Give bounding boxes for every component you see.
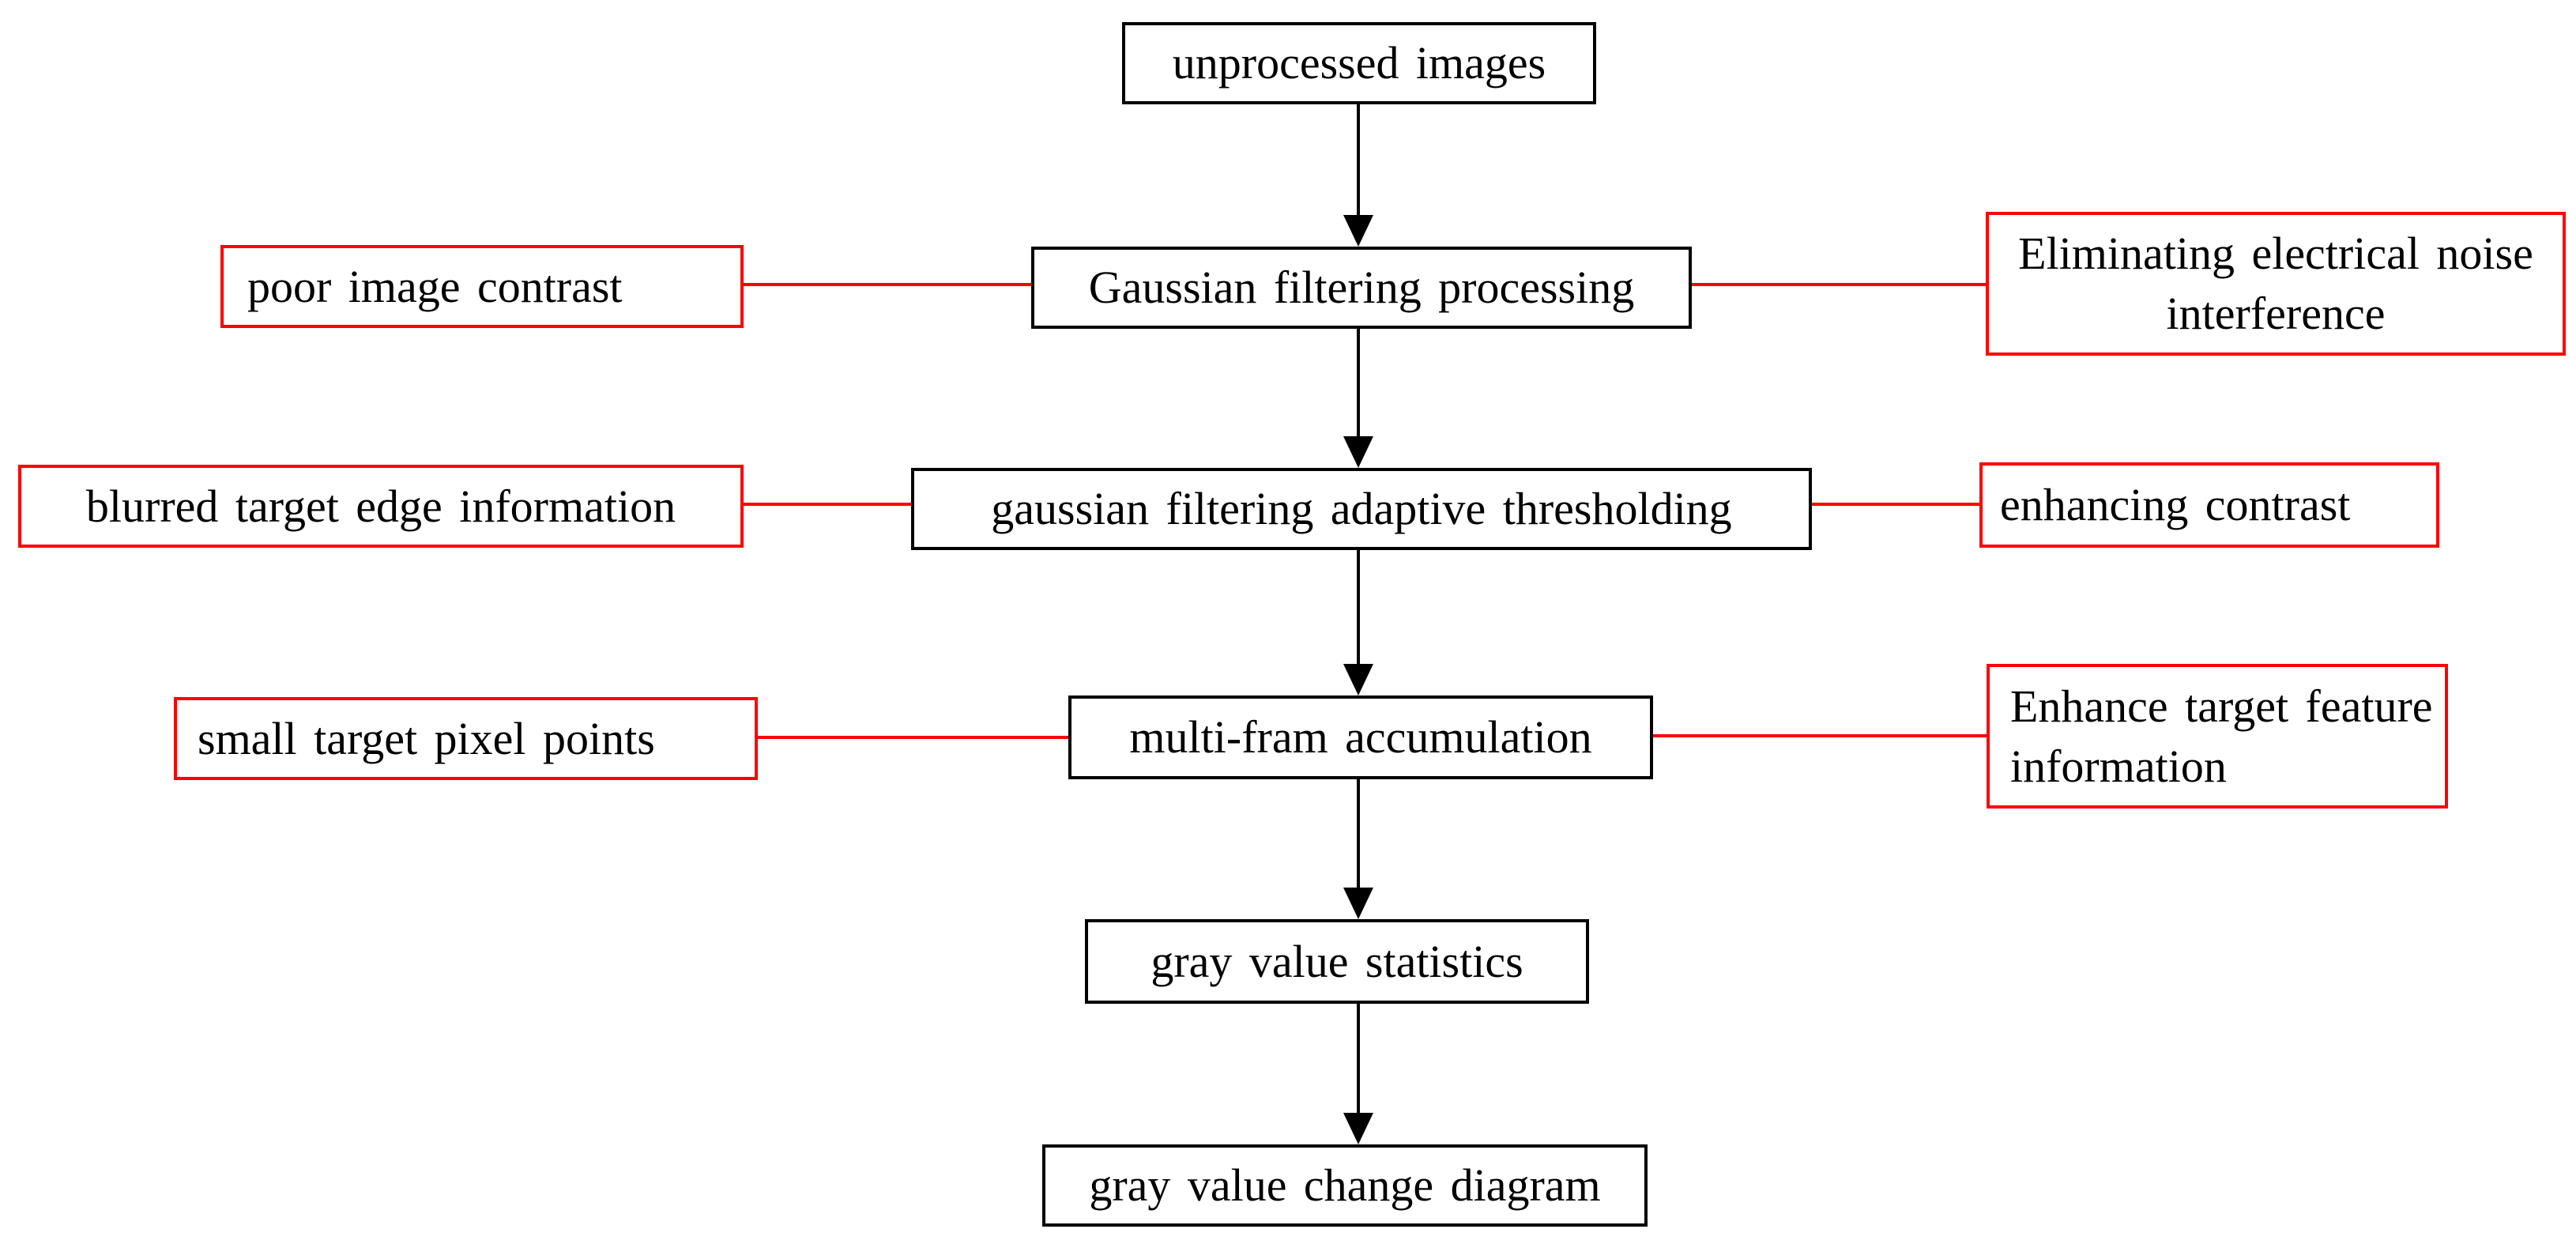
connector-multi-fram-to-enhance-feature [1653,734,1987,737]
arrow-line-multi-fram-to-statistics [1357,779,1360,891]
connector-gaussian-filtering-to-eliminating-noise [1692,283,1986,286]
flow-box-multi-fram-accumulation: multi-fram accumulation [1068,696,1653,779]
down-arrowhead-icon [1343,436,1373,468]
flow-box-label: gaussian filtering adaptive thresholding [991,483,1732,534]
annotation-label: blurred target edge information [85,480,676,532]
flow-box-label: Gaussian filtering processing [1088,262,1635,313]
arrow-line-gaussian-to-thresholding [1357,329,1360,439]
annotation-label: Eliminating electrical noise interferenc… [2018,228,2533,339]
down-arrowhead-icon [1343,664,1373,696]
annotation-box-small-target-pixel-points: small target pixel points [174,697,758,780]
down-arrowhead-icon [1343,1113,1373,1144]
arrow-line-unprocessed-to-gaussian [1357,104,1360,218]
annotation-box-enhancing-contrast: enhancing contrast [1979,462,2439,548]
annotation-label: small target pixel points [198,712,655,764]
connector-poor-image-contrast-to-gaussian-filtering [744,283,1031,286]
annotation-label: Enhance target feature information [2010,680,2433,792]
annotation-label: enhancing contrast [2000,479,2351,530]
flow-box-label: multi-fram accumulation [1129,711,1592,763]
down-arrowhead-icon [1343,888,1373,919]
flow-box-label: gray value change diagram [1089,1159,1601,1211]
flow-box-label: gray value statistics [1151,935,1523,987]
arrow-line-statistics-to-change-diagram [1357,1004,1360,1116]
flow-box-gray-value-change-diagram: gray value change diagram [1042,1144,1648,1227]
annotation-box-eliminating-electrical-noise-interference: Eliminating electrical noise interferenc… [1986,212,2566,356]
annotation-box-enhance-target-feature-information: Enhance target feature information [1987,664,2448,809]
connector-blurred-edge-to-adaptive-thresholding [744,503,911,506]
flow-box-gaussian-filtering-processing: Gaussian filtering processing [1031,247,1692,329]
flow-box-gray-value-statistics: gray value statistics [1085,919,1589,1004]
flow-box-unprocessed-images: unprocessed images [1122,22,1596,104]
flow-box-gaussian-filtering-adaptive-thresholding: gaussian filtering adaptive thresholding [911,468,1812,550]
down-arrowhead-icon [1343,215,1373,247]
annotation-label: poor image contrast [247,260,623,312]
annotation-box-blurred-target-edge-information: blurred target edge information [18,465,744,548]
flow-box-label: unprocessed images [1172,37,1546,89]
annotation-box-poor-image-contrast: poor image contrast [220,245,744,328]
arrow-line-thresholding-to-multi-fram [1357,550,1360,667]
connector-small-target-to-multi-fram [758,736,1068,739]
connector-adaptive-thresholding-to-enhancing-contrast [1812,503,1979,506]
